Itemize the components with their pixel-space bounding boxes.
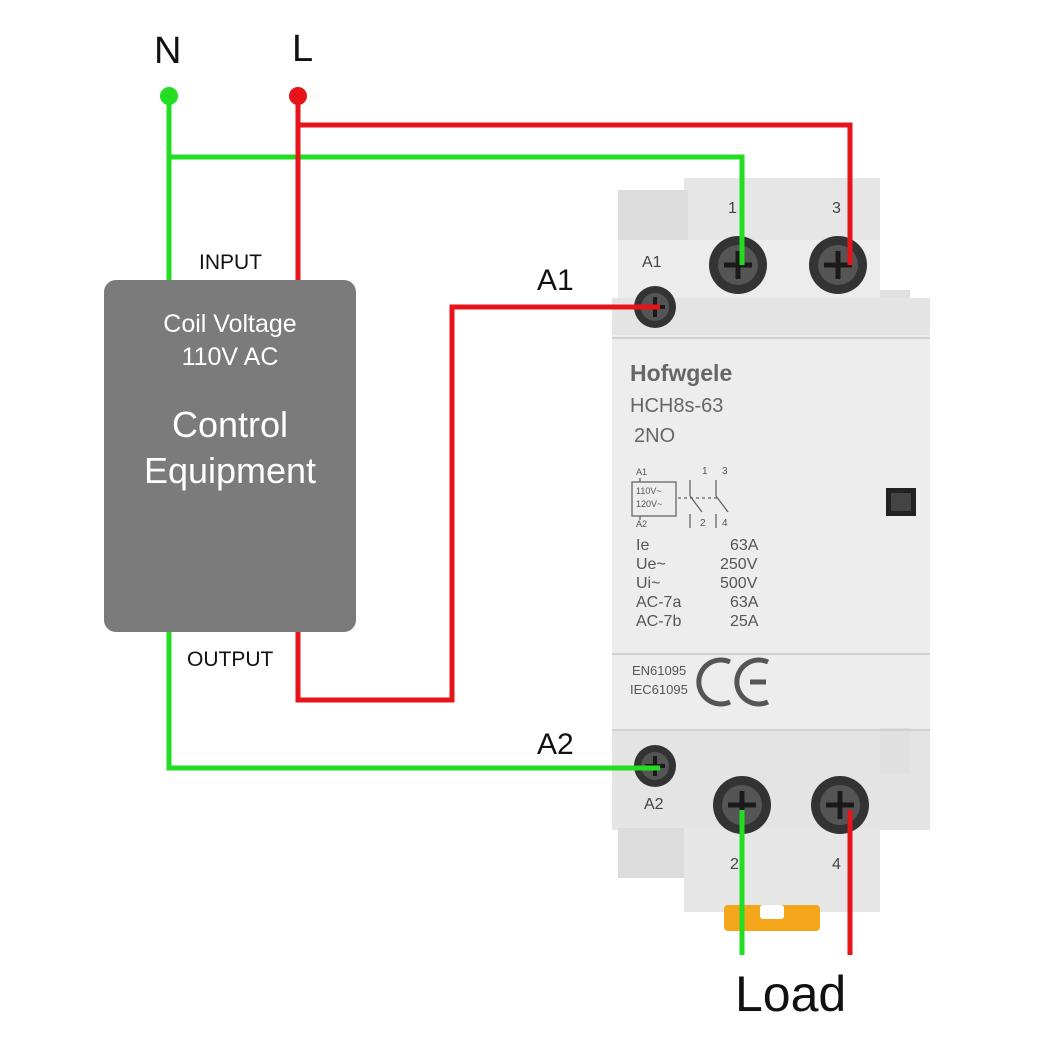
symbol-a2: A2 bbox=[636, 519, 648, 529]
input-label: INPUT bbox=[199, 251, 262, 274]
output-to-a1-wire bbox=[295, 304, 660, 703]
symbol-c2: 2 bbox=[700, 518, 706, 529]
neutral-label: N bbox=[154, 30, 182, 72]
rating-value: 63A bbox=[730, 594, 759, 611]
symbol-c1: 1 bbox=[702, 466, 708, 477]
pole-4-label: 4 bbox=[832, 856, 841, 873]
output-label: OUTPUT bbox=[187, 648, 274, 671]
a1-wire-label: A1 bbox=[537, 264, 574, 297]
screw-pole-4 bbox=[811, 776, 869, 834]
standard-iec: IEC61095 bbox=[630, 682, 688, 697]
load-label: Load bbox=[735, 966, 847, 1022]
live-wires bbox=[295, 96, 853, 955]
ce-mark bbox=[696, 657, 770, 707]
contact-symbol bbox=[631, 478, 729, 528]
control-equipment-box: Coil Voltage 110V AC Control Equipment bbox=[104, 280, 356, 632]
terminal-screws bbox=[634, 236, 869, 834]
coil-voltage-line-2: 110V AC bbox=[181, 343, 279, 371]
rating-key: Ui~ bbox=[636, 575, 661, 592]
rating-key: AC-7a bbox=[636, 594, 682, 611]
side-a1-label: A1 bbox=[642, 254, 662, 271]
neutral-node bbox=[160, 87, 178, 105]
rating-key: Ie bbox=[636, 537, 650, 554]
symbol-c4: 4 bbox=[722, 518, 728, 529]
contact-config: 2NO bbox=[634, 425, 676, 447]
standard-en: EN61095 bbox=[632, 663, 687, 678]
pole-1-label: 1 bbox=[728, 200, 737, 217]
rating-value: 500V bbox=[720, 575, 758, 592]
symbol-v1: 110V~ bbox=[636, 486, 662, 496]
live-node bbox=[289, 87, 307, 105]
symbol-v2: 120V~ bbox=[636, 499, 663, 509]
screw-pole-2 bbox=[713, 776, 771, 834]
screw-pole-1 bbox=[709, 236, 767, 294]
side-a2-label: A2 bbox=[644, 796, 664, 813]
symbol-c3: 3 bbox=[722, 466, 728, 477]
control-equipment-line-2: Equipment bbox=[143, 450, 317, 491]
pole-3-label: 3 bbox=[832, 200, 841, 217]
control-equipment-line-1: Control bbox=[171, 404, 289, 445]
rating-value: 63A bbox=[730, 537, 759, 554]
neutral-to-pole-1-wire bbox=[169, 154, 745, 265]
brand-name: Hofwgele bbox=[630, 360, 733, 386]
a2-wire-label: A2 bbox=[537, 728, 574, 761]
symbol-a1: A1 bbox=[636, 467, 648, 477]
live-label: L bbox=[292, 28, 314, 70]
coil-voltage-line-1: Coil Voltage bbox=[163, 310, 297, 338]
live-to-pole-3-wire bbox=[298, 122, 853, 265]
rating-value: 25A bbox=[730, 613, 759, 630]
model-number: HCH8s-63 bbox=[630, 395, 724, 417]
rating-key: AC-7b bbox=[636, 613, 682, 630]
rating-value: 250V bbox=[720, 556, 758, 573]
pole-2-label: 2 bbox=[730, 856, 739, 873]
neutral-wires bbox=[166, 96, 745, 955]
output-to-a2-wire bbox=[166, 632, 660, 771]
screw-pole-3 bbox=[809, 236, 867, 294]
rating-key: Ue~ bbox=[636, 556, 666, 573]
